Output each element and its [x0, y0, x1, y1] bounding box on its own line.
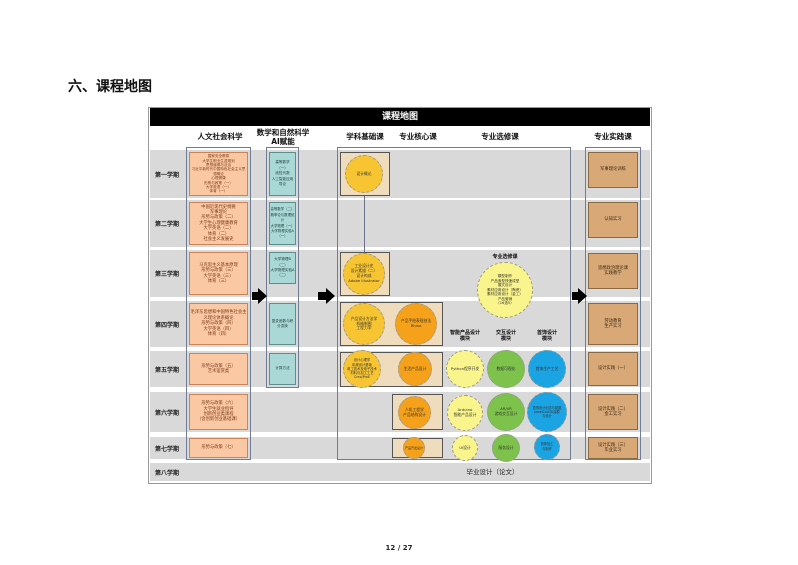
page-number: 12 / 27: [385, 544, 413, 552]
elective-course-circle: Arduino 智能产品设计: [447, 395, 483, 431]
semester-label: 第二学期: [154, 221, 179, 228]
core-course-circle: 人机工程学 产品结构设计: [398, 396, 431, 429]
thesis-label: 毕业设计（论文）: [466, 468, 519, 476]
elective-course-circle: 首饰设计创意与制图 JewelCad3D建模 与设计: [527, 392, 567, 432]
elective-course-circle: Python程序开发: [446, 350, 484, 388]
semester-label: 第五学期: [154, 366, 179, 374]
foundation-course-circle: 工业设计史 设计素描（二） 设计构成 Adobe Illustrator: [343, 253, 385, 295]
practice-course-box: 设计实践（一）: [588, 352, 638, 386]
foundation-course-circle: 产品设计方法学 机械制图 工程力学: [343, 303, 385, 345]
math-course-box: 高等数学（一） 线性代数 人工智能应用导论: [269, 152, 296, 196]
core-course-circle: 产品开发设计: [403, 437, 425, 459]
connector-line: [364, 196, 365, 252]
math-course-box: 计算方法: [269, 353, 296, 385]
elective-course-circle: 服务设计: [492, 434, 520, 462]
practice-course-box: 思想政治理论课 实践教学: [588, 253, 638, 289]
core-course-circle: 产品手绘表现技法 Rhino: [395, 303, 437, 345]
humanities-course-box: 毛泽东思想和中国特色社会主义理论体系概论 形势与政策（四） 大学英语（四） 体育…: [189, 303, 248, 345]
humanities-course-box: 形势与政策（五） 艺术鉴赏类: [189, 353, 248, 385]
map-title: 课程地图: [150, 108, 650, 126]
math-course-box: 复变函数与积分变换: [269, 303, 296, 345]
section-heading: 六、课程地图: [68, 79, 152, 95]
column-header-math: 数学和自然科学 AI赋能: [256, 128, 310, 146]
elective-course-circle: AR/VR 游戏交互设计: [487, 393, 525, 431]
major-courses-frame: [337, 147, 571, 460]
column-header-foundation: 学科基础课: [346, 132, 384, 141]
module-heading: 智能产品设计 模块: [449, 330, 480, 342]
column-header-humanities: 人文社会科学: [197, 132, 243, 141]
practice-course-box: 认知实习: [588, 202, 638, 238]
arrow-shaft: [252, 292, 258, 300]
math-frame: [266, 147, 299, 388]
semester-label: 第六学期: [154, 409, 179, 417]
module-heading: 首饰设计 模块: [536, 330, 557, 342]
humanities-course-box: 形势与政策（七）: [189, 438, 248, 458]
semester-label: 第一学期: [154, 171, 179, 179]
humanities-course-box: 马克思主义基本原理 形势与政策（三） 大学英语（三） 体育（三）: [189, 252, 248, 295]
semester-label: 第七学期: [154, 445, 179, 453]
column-header-core: 专业核心课: [399, 132, 437, 141]
practice-course-box: 军事理论训练: [588, 152, 638, 188]
column-header-practice: 专业实践课: [594, 132, 632, 141]
math-course-box: 高等数学（二） 概率论与数理统计 大学物理（一） 大学物理实验A（一）: [269, 202, 296, 245]
semester-row: [150, 463, 650, 481]
column-header-elective: 专业选修课: [481, 132, 519, 141]
curriculum-map: [148, 107, 652, 484]
elective-course-circle: UI设计: [452, 435, 478, 461]
semester-label: 第四学期: [154, 321, 179, 329]
foundation-course-circle: 设计概论: [345, 155, 383, 193]
practice-course-box: 设计实践（二） 金工实习: [588, 394, 638, 430]
arrow-shaft: [572, 292, 578, 300]
math-course-box: 大学物理B（二） 大学物理实验A （二）: [269, 252, 296, 284]
right-arrow-icon: [326, 288, 335, 304]
arrow-shaft: [318, 292, 326, 300]
humanities-frame: [186, 147, 251, 460]
right-arrow-icon: [258, 288, 267, 304]
elective-course-circle: 数据可视化: [487, 350, 525, 388]
right-arrow-icon: [578, 288, 587, 304]
elective-pool-heading: 专业选修课: [492, 254, 518, 260]
humanities-course-box: 国家安全教育 大学生职业生涯规划 思想道德与法治 习近平新时代中国特色社会主义思…: [189, 152, 248, 196]
module-heading: 交互设计 模块: [495, 330, 516, 342]
practice-course-box: 设计实践（三） 毕业实习: [588, 437, 638, 459]
humanities-course-box: 形势与政策（六） 大学生就业指导 创新创业类课程 （含创新创业基础课）: [189, 394, 248, 430]
humanities-course-box: 中国近现代史纲要 军事理论 形势与政策（二） 大学生心理健康教育 大学英语（二）…: [189, 202, 248, 245]
core-course-circle: 生活产品设计: [398, 352, 432, 386]
practice-course-box: 劳动教育 生产实习: [588, 303, 638, 345]
elective-course-circle: 首饰生产工艺: [528, 350, 566, 388]
elective-course-circle: 首饰加工 与制作: [534, 434, 560, 460]
foundation-course-circle: 设计心理学 机械设计基础 电工技术及电子技术 材料与加工工艺 Creo/ProE: [343, 350, 381, 388]
semester-label: 第八学期: [154, 469, 179, 477]
elective-pool-circle: 模型制作 产品造型快速成型 展式设计 素材应用设计（陶瓷） 素材应用设计（金工）…: [477, 262, 533, 318]
semester-label: 第三学期: [154, 271, 179, 278]
